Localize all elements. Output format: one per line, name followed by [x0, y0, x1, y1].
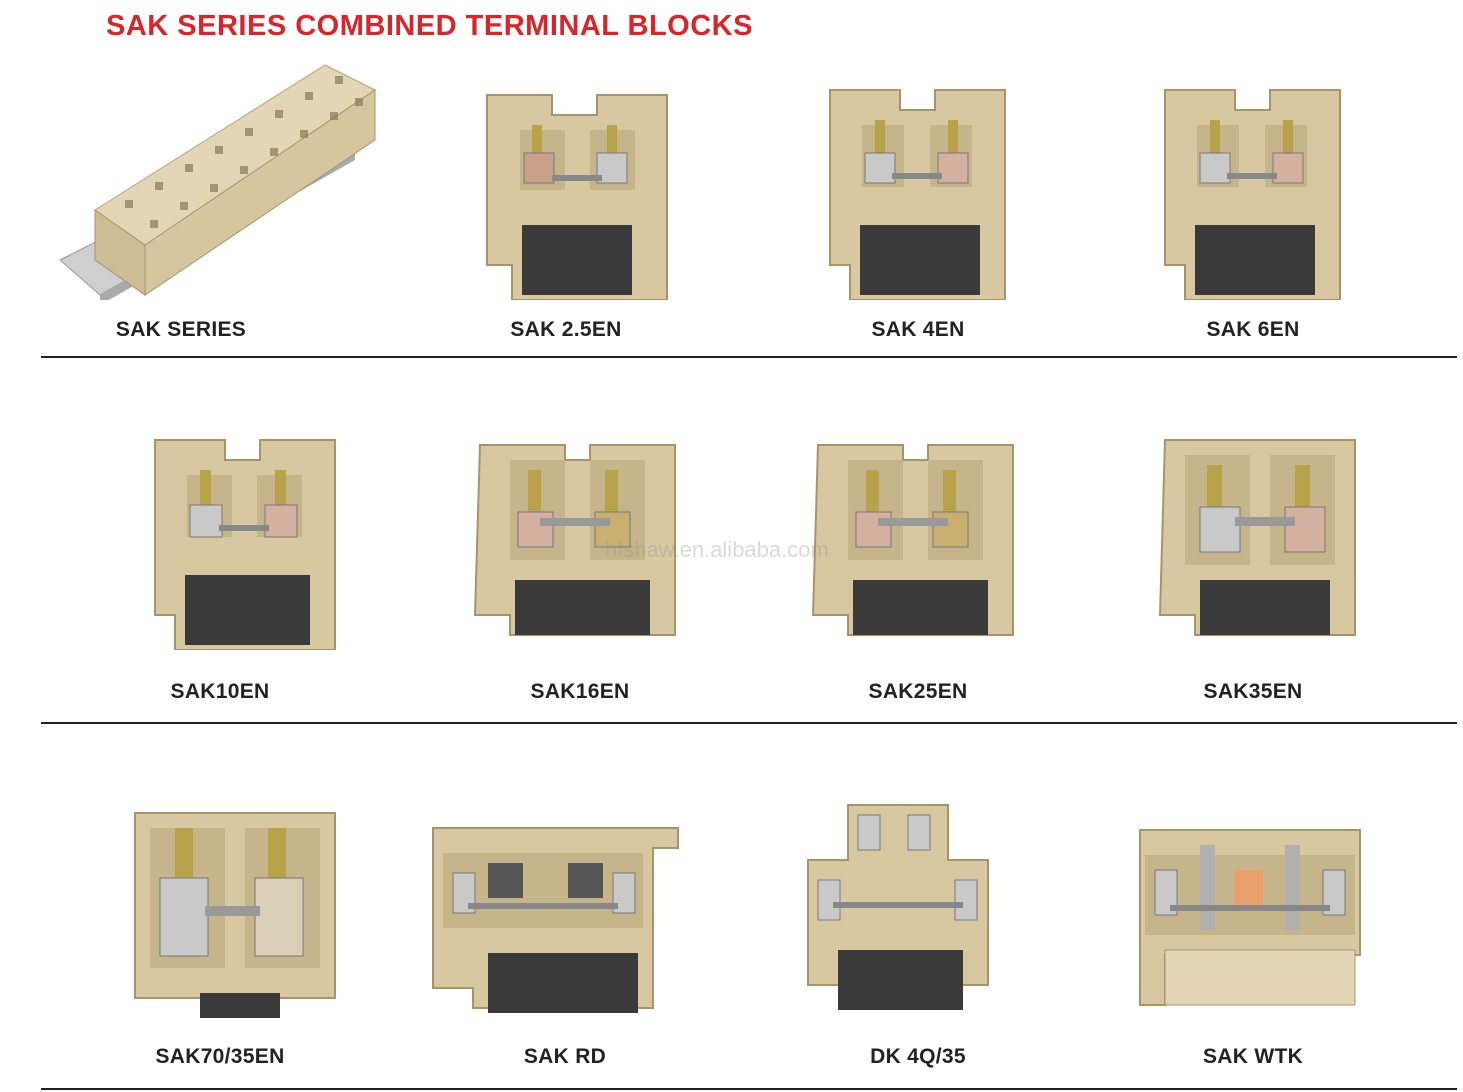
product-label: SAK 2.5EN	[510, 318, 622, 341]
product-label: SAK70/35EN	[155, 1045, 285, 1068]
product-sak70-35en[interactable]	[130, 808, 340, 1020]
terminal-rail-assembly-icon	[59, 64, 376, 300]
product-label: SAK35EN	[1203, 680, 1303, 703]
product-sak-wtk[interactable]	[1135, 825, 1365, 1010]
product-sak-4en[interactable]	[820, 85, 1015, 300]
product-label: DK 4Q/35	[870, 1045, 966, 1068]
test-disconnect-terminal-block-icon	[1139, 829, 1361, 1006]
terminal-block-icon	[829, 89, 1006, 300]
terminal-block-icon	[1158, 439, 1356, 636]
terminal-block-icon	[154, 439, 336, 650]
product-sak-series[interactable]	[55, 60, 385, 300]
double-deck-terminal-block-icon	[807, 804, 989, 1010]
product-sak-rd[interactable]	[428, 823, 683, 1023]
product-sak10en[interactable]	[145, 435, 340, 650]
product-sak16en[interactable]	[470, 440, 680, 645]
terminal-block-icon	[134, 812, 336, 1018]
product-label: SAK RD	[523, 1045, 607, 1068]
page-title: SAK SERIES COMBINED TERMINAL BLOCKS	[106, 10, 753, 42]
product-sak25en[interactable]	[808, 440, 1018, 645]
terminal-block-icon	[473, 444, 676, 636]
row-divider	[41, 722, 1457, 724]
row-divider	[41, 356, 1457, 358]
product-label: SAK16EN	[530, 680, 630, 703]
terminal-block-icon	[486, 94, 668, 300]
row-divider	[41, 1088, 1457, 1090]
terminal-block-icon	[811, 444, 1014, 636]
product-label: SAK SERIES	[115, 318, 247, 341]
product-dk-4q-35[interactable]	[803, 800, 993, 1015]
product-label: SAK WTK	[1202, 1045, 1304, 1068]
product-sak-6en[interactable]	[1155, 85, 1350, 300]
terminal-block-icon	[1164, 89, 1341, 300]
terminal-block-icon	[432, 827, 679, 1013]
product-sak-2-5en[interactable]	[472, 85, 677, 300]
product-label: SAK25EN	[868, 680, 968, 703]
watermark: hfshaw.en.alibaba.com	[605, 537, 829, 562]
product-label: SAK 4EN	[871, 318, 965, 341]
product-sak35en[interactable]	[1155, 435, 1360, 645]
product-label: SAK10EN	[170, 680, 270, 703]
product-label: SAK 6EN	[1206, 318, 1300, 341]
